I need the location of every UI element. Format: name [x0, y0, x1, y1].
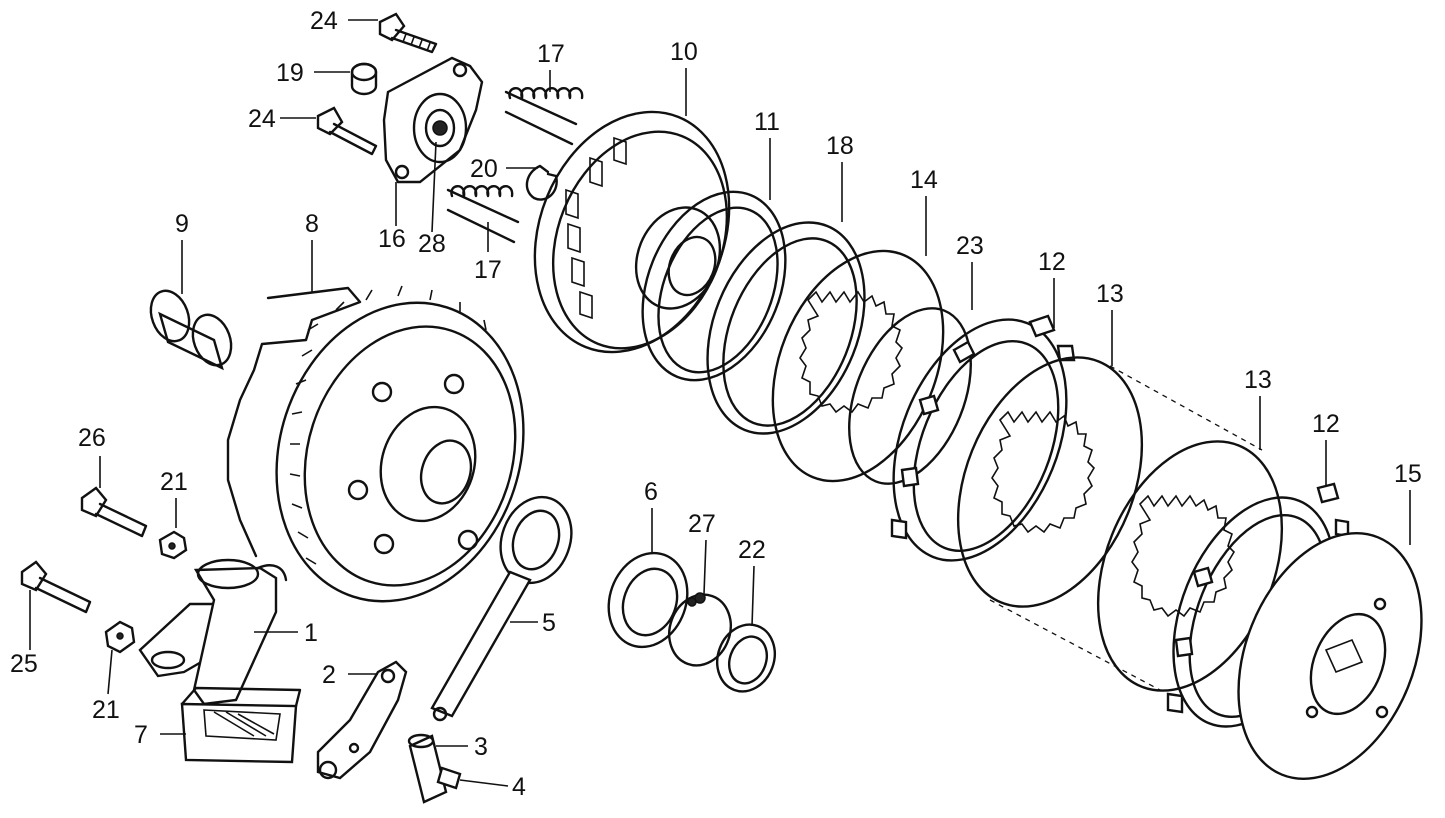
callout-14: 14: [910, 166, 938, 194]
callout-17-upper: 17: [537, 40, 565, 68]
part-4-dowel: [436, 766, 462, 790]
part-3-pin: [407, 733, 448, 804]
part-25-bolt: [20, 560, 92, 614]
callout-12-b: 12: [1312, 410, 1340, 438]
part-24-bolt-top: [378, 12, 438, 54]
callout-28: 28: [418, 230, 446, 258]
part-7-block: [180, 686, 302, 764]
callout-21-upper: 21: [160, 468, 188, 496]
callout-27: 27: [688, 510, 716, 538]
callout-11: 11: [754, 108, 780, 136]
callout-1: 1: [304, 619, 318, 647]
part-8-clutch-outer: [226, 285, 525, 603]
callout-2: 2: [322, 661, 336, 689]
callout-20: 20: [470, 155, 498, 183]
callout-15: 15: [1394, 460, 1422, 488]
callout-7: 7: [134, 721, 148, 749]
callout-labels: 24 19 24 20 16 28 17 17 10 11 18 14 23 1…: [10, 7, 1422, 801]
part-22-washer: [716, 623, 776, 693]
callout-22: 22: [738, 536, 766, 564]
part-15-pressure-plate: [1237, 532, 1423, 780]
part-10-clutch-center: [533, 110, 731, 354]
callout-21-lower: 21: [92, 696, 120, 724]
part-1-lifter-arm: [138, 558, 288, 706]
part-26-bolt: [80, 486, 148, 538]
callout-19: 19: [276, 59, 304, 87]
callout-8: 8: [305, 210, 319, 238]
part-19-collar: [350, 62, 378, 96]
callout-16: 16: [378, 225, 406, 253]
callout-12-a: 12: [1038, 248, 1066, 276]
callout-23: 23: [956, 232, 984, 260]
callout-3: 3: [474, 733, 488, 761]
part-5-wrench: [430, 495, 573, 722]
callout-13-b: 13: [1244, 366, 1272, 394]
callout-17-lower: 17: [474, 256, 502, 284]
part-13-plate-a: [956, 356, 1144, 608]
plate-stack-guide: [989, 365, 1263, 691]
part-18-ring: [706, 221, 866, 435]
part-17-spring-upper: [504, 87, 584, 146]
part-12-friction-disc-a: [890, 314, 1076, 562]
callout-5: 5: [542, 609, 556, 637]
callout-10: 10: [670, 38, 698, 66]
callout-24-top: 24: [310, 7, 338, 35]
part-21-washer-upper: [158, 530, 188, 560]
part-2-lever-plate: [316, 660, 408, 780]
callout-18: 18: [826, 132, 854, 160]
callout-13-a: 13: [1096, 280, 1124, 308]
part-27-circlip: [668, 592, 732, 667]
leader-lines: [29, 19, 1411, 787]
part-14-plate: [771, 249, 945, 483]
part-23-wire-ring: [848, 307, 972, 485]
callout-4: 4: [512, 773, 526, 801]
callout-24-middle: 24: [248, 105, 276, 133]
callout-9: 9: [175, 210, 189, 238]
part-6-split-ring: [607, 551, 689, 649]
callout-6: 6: [644, 478, 658, 506]
part-17-spring-lower: [446, 185, 520, 244]
callout-26: 26: [78, 424, 106, 452]
part-11-plate: [641, 190, 787, 382]
part-21-washer-lower: [104, 620, 136, 654]
part-24-bolt-middle: [316, 106, 378, 156]
part-9-bushing: [149, 289, 233, 371]
part-20-circlip: [525, 164, 558, 201]
callout-25: 25: [10, 650, 38, 678]
part-16-lifter-plate: [382, 56, 484, 184]
